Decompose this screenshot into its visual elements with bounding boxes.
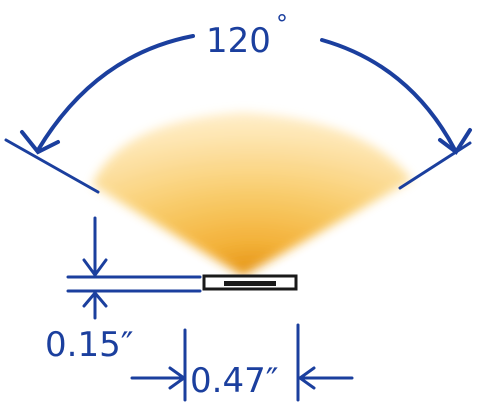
light-beam-cone xyxy=(92,112,412,276)
width-right-arrowhead xyxy=(297,366,316,390)
led-package xyxy=(202,274,298,291)
height-top-arrowhead xyxy=(82,258,108,278)
left-arrowhead xyxy=(20,130,60,155)
angle-arc-right xyxy=(320,38,457,152)
height-dimension xyxy=(66,216,202,320)
beam-angle-value: 120 xyxy=(206,21,271,61)
left-extension-line xyxy=(4,138,100,194)
degree-symbol: ° xyxy=(276,10,288,38)
width-dimension xyxy=(130,323,354,402)
height-bottom-arrowhead xyxy=(82,290,108,308)
width-label: 0.47″ xyxy=(190,361,278,401)
height-label: 0.15″ xyxy=(45,325,133,365)
right-extension-line xyxy=(398,141,472,190)
angle-dimension xyxy=(4,34,472,194)
angle-arc-left xyxy=(36,34,195,152)
width-left-arrowhead xyxy=(168,366,187,390)
